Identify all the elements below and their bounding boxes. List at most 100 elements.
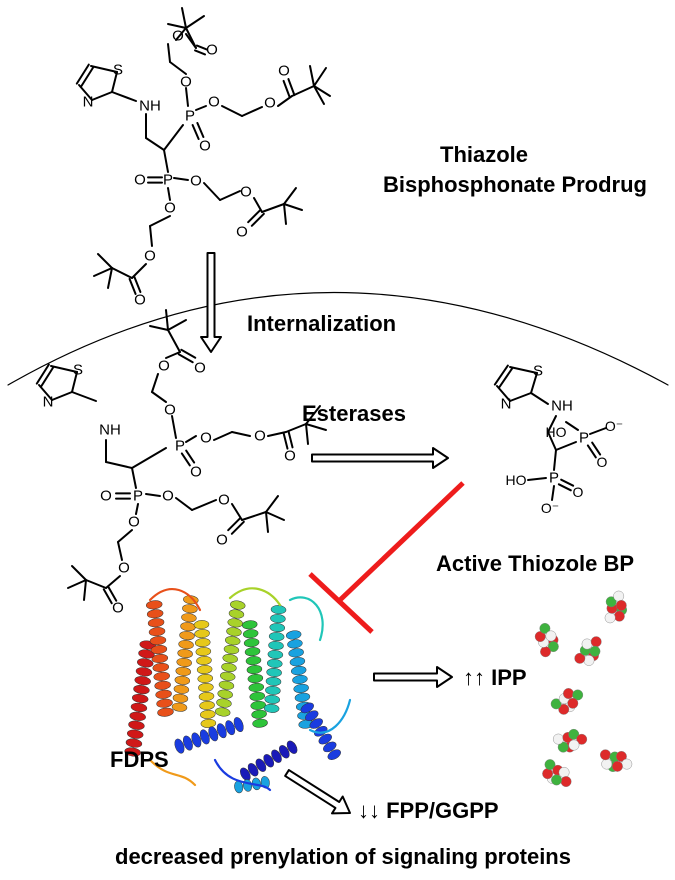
active-thiazole-nitrogen: N (501, 396, 512, 413)
double-bond (250, 212, 265, 227)
thiazole-bond (509, 366, 538, 374)
helix-turn (138, 649, 155, 659)
oxygen-po: O (199, 138, 211, 155)
fdps-protein-ribbon (124, 587, 352, 794)
helix-turn (156, 698, 173, 708)
helix-turn (208, 726, 219, 742)
tert-butyl-bond (167, 319, 187, 331)
double-bond (194, 49, 207, 56)
helix-turn (255, 758, 267, 772)
oxygen-15: O (254, 428, 266, 445)
bond (547, 415, 557, 433)
double-bond (107, 585, 118, 602)
bond (163, 124, 184, 151)
helix-turn (269, 623, 286, 633)
oxygen-11: O (164, 200, 176, 217)
helix-turn (177, 649, 193, 659)
helix-turn (263, 703, 280, 713)
helix-turn (251, 709, 267, 719)
helix-turn (243, 638, 260, 648)
helix-turn (223, 645, 240, 655)
helix-turn (179, 631, 195, 641)
bond (547, 431, 557, 451)
helix-turn (199, 729, 210, 745)
active-thiazole-sulfur: S (533, 363, 543, 380)
oxygen-8: O (190, 173, 202, 190)
helix-turn (265, 685, 281, 695)
active-phosphorus-1: P (579, 430, 589, 447)
bond (241, 511, 267, 521)
oxygen-18: O (158, 358, 170, 375)
bond (171, 415, 177, 439)
tert-butyl-bond (305, 423, 309, 445)
ipp-atom-sphere (574, 652, 586, 664)
ipp-molecule-spheres (534, 590, 633, 787)
helix-turn (133, 685, 150, 695)
thiazole-bond (71, 371, 78, 393)
ipp-atom-sphere (604, 612, 616, 624)
double-bond (185, 449, 196, 464)
bond (527, 477, 547, 481)
bond (219, 190, 241, 201)
helix-turn (294, 692, 311, 702)
bond (261, 203, 285, 213)
helix-turn (181, 613, 197, 623)
phosphorus-3: P (175, 438, 185, 455)
bond (105, 461, 133, 469)
tert-butyl-bond (265, 495, 279, 513)
double-bond (282, 79, 291, 98)
oxygen-16: O (284, 448, 296, 465)
oxygen-21: O (162, 488, 174, 505)
double-bond (191, 124, 200, 141)
oxygen-17: O (164, 402, 176, 419)
tert-butyl-bond (265, 511, 269, 533)
helix-turn (220, 671, 236, 681)
ipp-atom-sphere (550, 698, 562, 710)
bond (553, 449, 557, 471)
helix-turn (225, 636, 241, 646)
tert-butyl-bond (71, 565, 87, 581)
helix-turn (241, 620, 258, 630)
helix-turn (264, 694, 280, 704)
helix-turn (146, 609, 164, 619)
active-oxygen-1: O (597, 454, 608, 470)
helix-turn (218, 680, 235, 690)
tert-butyl-bond (309, 65, 315, 87)
fdps-label: FDPS (110, 747, 169, 772)
ipp-atom-sphere (558, 703, 570, 715)
active-oxide-2: O⁻ (541, 500, 559, 516)
ipp-atom-sphere (539, 623, 551, 634)
oxygen-23: O (216, 532, 228, 549)
helix-turn (194, 638, 211, 648)
helix-turn (130, 702, 148, 712)
ipp-atom-sphere (558, 766, 570, 778)
thiazole-bond (50, 365, 78, 373)
double-bond (133, 276, 142, 294)
internalization-arrow (200, 252, 222, 353)
thiazole-bond (51, 391, 73, 401)
double-bond (287, 78, 296, 97)
tert-butyl-bond (185, 15, 205, 29)
ipp-atom-sphere (600, 749, 611, 761)
ipp-atom-sphere (568, 728, 580, 740)
amine-nh: NH (139, 98, 161, 115)
ipp-atom-sphere (583, 655, 595, 666)
oxygen-4: O (180, 74, 192, 91)
helix-turn (176, 657, 192, 667)
helix-turn (200, 718, 217, 728)
inhibition-arrow-shaft (338, 481, 465, 602)
helix-turn (151, 653, 169, 664)
helix-turn (152, 662, 170, 672)
fpp-ggpp-arrow (284, 769, 351, 815)
thiazole-double-bond (35, 363, 50, 385)
ipp-atom-sphere (540, 646, 551, 658)
helix-turn (178, 640, 194, 650)
bond (195, 105, 207, 111)
helix-turn (128, 720, 145, 730)
helix-turn (265, 676, 282, 686)
bond (163, 149, 169, 173)
protein-helix (124, 640, 156, 757)
helix-turn (153, 671, 170, 681)
helix-turn (132, 693, 149, 704)
ipp-arrow (373, 666, 453, 688)
